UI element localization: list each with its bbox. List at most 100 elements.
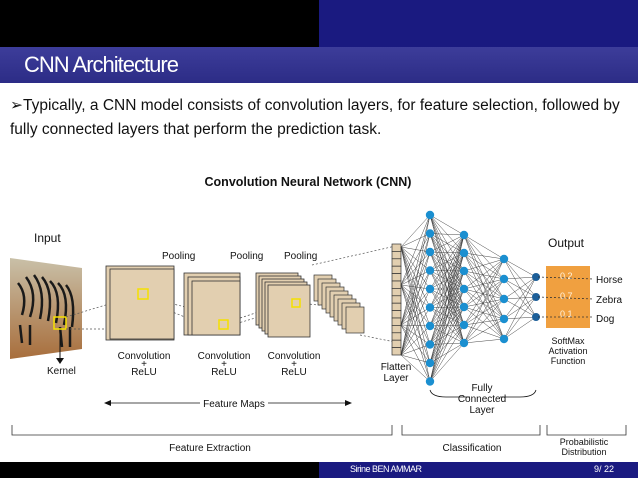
fc-edge	[400, 284, 431, 364]
flatten-label-line1: Flatten	[381, 362, 412, 373]
flatten-cell	[391, 280, 402, 289]
flatten-cell	[391, 325, 402, 334]
fc-edge	[400, 288, 431, 356]
slide-title: CNN Architecture	[24, 52, 179, 77]
conv-plus-3: +	[291, 359, 297, 370]
flatten-cell	[391, 243, 402, 252]
fc-edge	[463, 288, 505, 320]
fc-edge	[463, 278, 505, 308]
fc-nodes	[425, 210, 540, 386]
fc-node	[425, 377, 435, 386]
fc-node	[499, 254, 509, 264]
fc-edge	[463, 338, 505, 344]
softmax-box	[546, 266, 590, 328]
flatten-cell	[391, 310, 402, 319]
kernel-box-3	[291, 298, 301, 308]
flatten-cell	[391, 317, 402, 326]
flatten-cell	[391, 339, 402, 348]
fc-node	[425, 229, 435, 238]
conv-relu-label-2: Convolution + ReLU	[198, 351, 251, 378]
fc-edge	[400, 214, 431, 248]
fc-edge	[400, 324, 431, 345]
output-value-dog: 0.1	[560, 309, 573, 319]
zebra-input-image	[10, 258, 82, 359]
kernel-box-input	[53, 316, 67, 330]
fc-edge	[463, 324, 505, 340]
output-classes: Horse Zebra Dog	[596, 275, 623, 325]
fc-node	[425, 358, 435, 368]
fc-edge	[429, 252, 465, 382]
conv-relu-label-1: Convolution + ReLU	[118, 351, 171, 378]
output-label: Output	[548, 236, 585, 250]
footer: Sirine BEN AMMAR 9/ 22	[0, 462, 638, 478]
fc-edge	[400, 270, 431, 326]
fc-edge	[463, 278, 505, 344]
fc-edge	[463, 270, 505, 340]
fc-node	[425, 266, 435, 275]
fc-node	[459, 284, 469, 294]
fc-edge	[429, 234, 465, 382]
fc-edge	[400, 288, 431, 326]
fc-edge	[463, 288, 505, 340]
fc-edge	[463, 252, 505, 300]
feature-map-stack-4	[313, 274, 365, 334]
flatten-layer	[391, 243, 402, 356]
fc-edge	[429, 270, 465, 308]
fc-node	[459, 230, 469, 240]
footer-author: Sirine BEN AMMAR	[350, 464, 422, 474]
fc-edge	[400, 246, 431, 308]
flatten-label-line2: Layer	[383, 373, 409, 384]
fc-edge	[429, 234, 465, 327]
output-values: 0.2 0.7 0.1	[560, 271, 573, 319]
footer-left	[0, 462, 319, 478]
fc-node	[499, 294, 509, 304]
conv-relu-label-3: Convolution + ReLU	[268, 351, 321, 378]
section-feature-extraction: Feature Extraction	[169, 443, 251, 454]
fc-edge	[429, 288, 465, 382]
footer-right	[319, 462, 638, 478]
fc-edge	[503, 276, 537, 300]
fc-connections	[400, 214, 537, 382]
fc-node	[459, 248, 469, 258]
fc-edge	[463, 298, 505, 308]
class-zebra: Zebra	[596, 295, 623, 306]
fc-edge	[429, 324, 465, 382]
fc-edge	[400, 251, 431, 356]
fc-edge	[463, 258, 505, 344]
softmax-label: SoftMax Activation Function	[548, 336, 587, 366]
fc-edge	[463, 234, 505, 320]
relu-label-3: ReLU	[281, 367, 307, 378]
diagram-title: Convolution Neural Network (CNN)	[205, 175, 412, 189]
fc-node	[425, 284, 435, 294]
conv-label-1: Convolution	[118, 351, 171, 362]
fc-edge	[400, 354, 431, 364]
fc-edge	[400, 246, 431, 382]
section-prob-line2: Distribution	[561, 447, 606, 457]
kernel-box-1	[137, 288, 149, 300]
flatten-cell	[391, 332, 402, 341]
bullet-text: Typically, a CNN model consists of convo…	[10, 97, 620, 138]
conv-plus-2: +	[221, 359, 227, 370]
fc-edge	[503, 258, 537, 278]
fc-node	[499, 274, 509, 284]
pooling-label-3: Pooling	[284, 251, 317, 262]
fc-node	[425, 340, 435, 349]
header-bar-left	[0, 0, 319, 47]
fc-edge	[463, 306, 505, 320]
fc-edge	[400, 325, 431, 356]
fc-edge	[400, 233, 431, 326]
softmax-line2: Activation	[548, 346, 587, 356]
flatten-cell	[391, 251, 402, 260]
fc-edge	[400, 354, 431, 382]
flatten-cell	[391, 295, 402, 304]
fc-edge	[463, 252, 505, 280]
bullet-paragraph: ➢Typically, a CNN model consists of conv…	[10, 94, 635, 142]
fc-edge	[400, 324, 431, 327]
input-label: Input	[34, 231, 61, 245]
class-horse: Horse	[596, 275, 623, 286]
output-value-zebra: 0.7	[560, 291, 573, 301]
class-dog: Dog	[596, 314, 614, 325]
fc-edge	[429, 234, 465, 271]
fc-node	[459, 266, 469, 276]
fc-edge	[429, 234, 465, 345]
